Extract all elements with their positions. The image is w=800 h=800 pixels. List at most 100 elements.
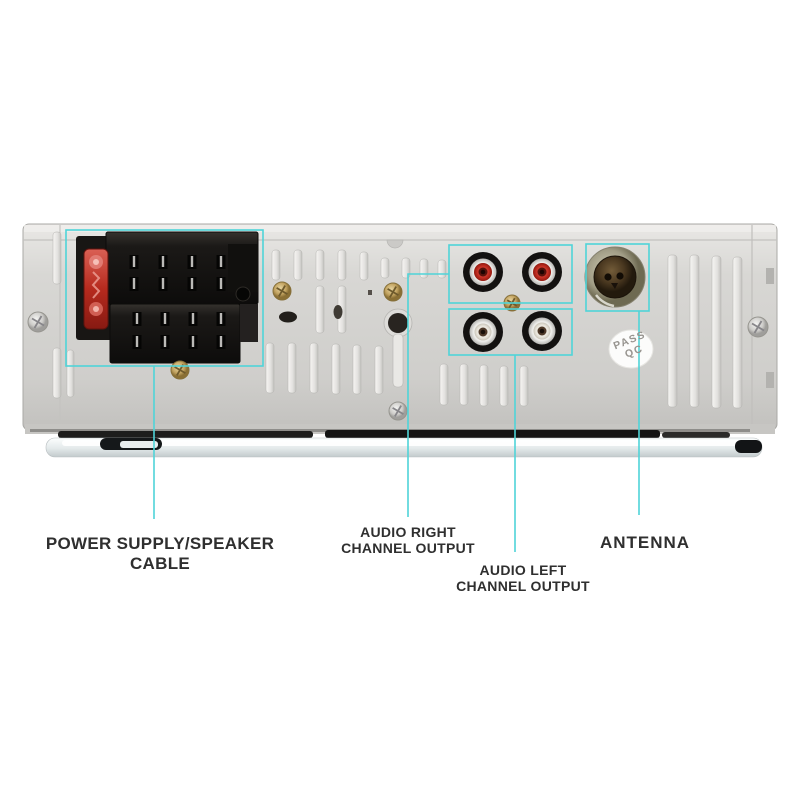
vent-slat [374,345,384,395]
tray-left-glint [120,441,158,448]
pin-glint [163,313,167,324]
tray-right-corner [735,440,762,453]
pin-glint [219,256,223,267]
vent-slat [66,349,75,398]
label-audio-left: AUDIO LEFT CHANNEL OUTPUT [437,562,609,594]
pin-glint [132,278,136,289]
antenna-connector [584,246,646,308]
pin-glint [190,256,194,267]
label-power-supply: POWER SUPPLY/SPEAKER CABLE [45,534,275,573]
antenna-socket [593,255,637,299]
vent-slat [271,249,281,281]
vent-slat [352,344,362,395]
pin-glint [219,278,223,289]
vent-slat [667,254,678,408]
pin-glint [163,336,167,347]
panel-mark [368,290,372,295]
bottom-dark-strip [662,432,730,438]
vent-slat [689,254,700,408]
pin-glint [219,313,223,324]
fuse-contact-glint [93,259,99,265]
vent-slat [419,258,429,279]
vent-slat [479,364,489,407]
screw-gold [170,360,190,380]
pin-glint [161,256,165,267]
rca-jack-red-2 [522,252,562,292]
iso-side-shadow [240,304,258,342]
qc-sticker [608,329,654,369]
rca-jack-white-2 [522,311,562,351]
fuse-contact-glint [93,306,99,312]
unit-bottom [25,424,775,458]
vent-slat [732,256,743,409]
oval-hole [279,311,297,323]
pin-glint [191,336,195,347]
pin-glint [135,313,139,324]
vent-slat [380,257,390,279]
vent-slat [265,342,275,394]
tray-highlight [62,440,750,446]
small-hole [333,305,343,319]
label-antenna: ANTENNA [599,533,691,552]
antenna-pin-hole [616,272,624,280]
vent-slat [519,365,529,407]
label-audio-left-line2: CHANNEL OUTPUT [456,578,590,594]
vent-slat [331,343,341,395]
pin-glint [190,278,194,289]
vent-slat [309,342,319,394]
screw-silver [388,401,408,421]
screw-silver [27,311,49,333]
pin-glint [219,336,223,347]
top-edge-highlight [24,225,776,232]
pin-glint [161,278,165,289]
label-audio-right-line1: AUDIO RIGHT [360,524,456,540]
iso-connector [76,231,259,364]
vent-slat [337,249,347,281]
pin-glint [132,256,136,267]
callout-box-audio-left [448,308,573,356]
vent-slat [459,363,469,406]
label-audio-left-line1: AUDIO LEFT [479,562,567,578]
pin-glint [191,313,195,324]
antenna-highlight [595,294,615,308]
screw-gold [272,281,292,301]
antenna-key-slot [611,283,618,289]
vent-slat [437,259,447,279]
vent-slat [711,255,722,409]
edge-notch [766,372,774,388]
label-audio-right: AUDIO RIGHT CHANNEL OUTPUT [323,524,493,556]
pin-glint [135,336,139,347]
vent-slat [499,365,509,407]
vent-slat [315,249,325,281]
vent-slat [359,251,369,281]
vent-slat [315,285,325,334]
iso-hole [235,286,251,302]
callouts [65,229,650,552]
edge-notch [766,268,774,284]
vent-slat [287,342,297,394]
vent-slat [401,257,411,279]
vent-slats [52,231,743,409]
fold-notch [386,239,404,249]
callout-line-audio-right [407,273,449,517]
vent-slat [52,231,62,285]
vent-slat [439,363,449,406]
panel-holes [279,290,413,388]
iso-notch [228,244,258,292]
screw-gold [383,282,403,302]
fuse-element [91,271,101,299]
callout-box-power [65,229,264,367]
vent-slat [52,347,62,399]
rca-jack-red-1 [463,252,503,292]
label-audio-right-line2: CHANNEL OUTPUT [341,540,475,556]
rca-jack-white-1 [463,312,503,352]
vent-slat [293,249,303,281]
keyhole-stem [392,333,404,388]
bottom-dark-strip [325,430,660,438]
antenna-pin-hole [604,273,612,281]
round-hole [388,313,408,333]
callout-box-antenna [585,243,650,312]
bottom-dark-strip [58,431,313,438]
